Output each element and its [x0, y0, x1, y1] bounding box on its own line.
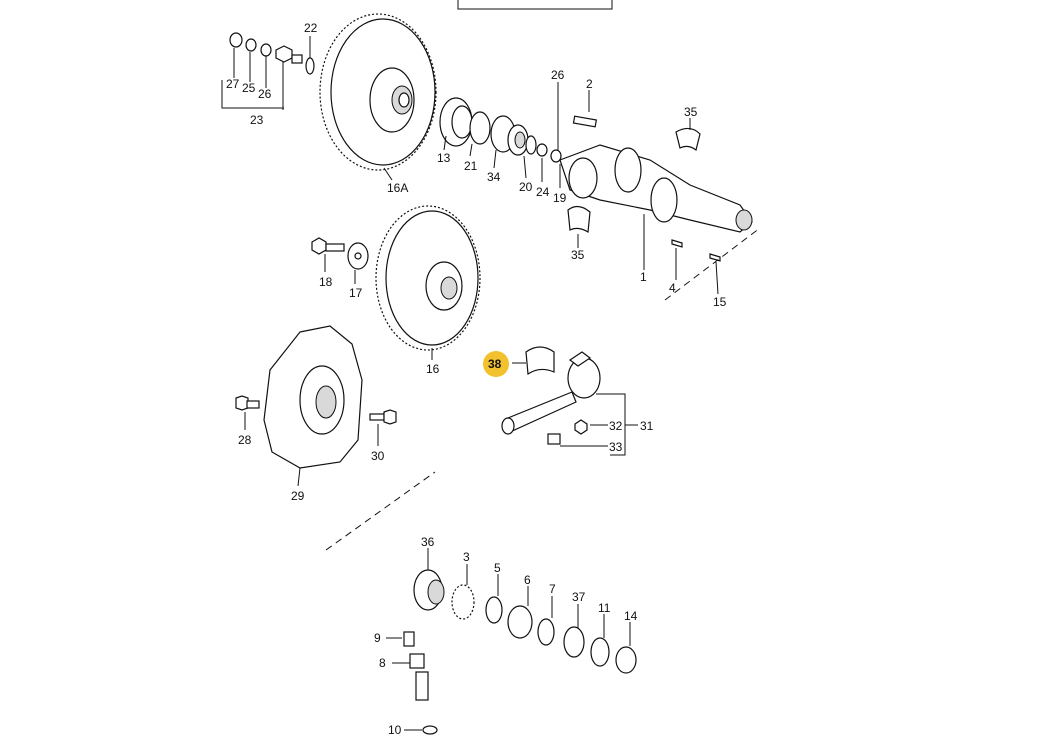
bolt-18[interactable] [311, 237, 345, 255]
flywheel-16a[interactable] [319, 13, 437, 171]
leader-lines-flywheel-16 [324, 254, 433, 360]
bolt-33[interactable] [547, 433, 561, 445]
label-36: 36 [421, 535, 435, 549]
bolt-30[interactable] [369, 409, 397, 425]
label-8: 8 [379, 656, 386, 670]
label-1: 1 [640, 270, 647, 284]
label-28: 28 [238, 433, 252, 447]
connecting-rod[interactable] [501, 351, 601, 435]
label-35-lower: 35 [571, 248, 585, 262]
label-34: 34 [487, 170, 501, 184]
housing-29[interactable] [263, 325, 363, 469]
leader-lines-rings [443, 82, 561, 188]
bolt-28[interactable] [235, 395, 260, 411]
leader-lines-bottom [386, 548, 631, 731]
label-31: 31 [640, 419, 654, 433]
key-4[interactable] [671, 239, 683, 248]
label-15: 15 [713, 295, 727, 309]
bearing-shell-35-lower[interactable] [567, 205, 591, 234]
label-14: 14 [624, 609, 638, 623]
label-2: 2 [586, 77, 593, 91]
leader-lines-crank [577, 90, 761, 301]
label-37: 37 [572, 590, 586, 604]
washer-17[interactable] [347, 242, 369, 270]
key-15[interactable] [709, 253, 721, 262]
label-24: 24 [536, 185, 550, 199]
bearing-shell-35-upper[interactable] [675, 127, 701, 152]
flywheel-bolt-set[interactable] [229, 32, 315, 75]
leader-lines-housing [244, 412, 436, 551]
label-30: 30 [371, 449, 385, 463]
label-20: 20 [519, 180, 533, 194]
crankshaft[interactable] [559, 144, 753, 233]
label-21: 21 [464, 159, 478, 173]
highlight-38-marker [483, 351, 509, 377]
label-16a: 16A [387, 181, 408, 195]
label-32: 32 [609, 419, 623, 433]
bottom-parts-row[interactable] [413, 569, 637, 674]
label-9: 9 [374, 631, 381, 645]
label-13: 13 [437, 151, 451, 165]
label-18: 18 [319, 275, 333, 289]
label-17: 17 [349, 286, 363, 300]
label-11: 11 [598, 601, 611, 615]
label-7: 7 [549, 582, 556, 596]
label-5: 5 [494, 561, 501, 575]
label-26-top: 26 [258, 87, 272, 101]
leader-lines-rod [512, 362, 638, 456]
part-labels: 22 27 25 26 23 16A 13 21 34 20 24 26 19 … [226, 21, 727, 737]
label-27: 27 [226, 77, 240, 91]
label-25: 25 [242, 81, 256, 95]
seals-and-rings-row[interactable] [439, 97, 562, 163]
header-box [457, 0, 613, 10]
label-6: 6 [524, 573, 531, 587]
label-4: 4 [669, 281, 676, 295]
nut-32[interactable] [574, 419, 588, 435]
label-29: 29 [291, 489, 305, 503]
label-23: 23 [250, 113, 264, 127]
drive-pin-assembly[interactable] [403, 631, 438, 735]
label-16: 16 [426, 362, 440, 376]
label-19: 19 [553, 191, 567, 205]
bearing-shell-38[interactable] [525, 346, 555, 376]
label-22: 22 [304, 21, 318, 35]
flywheel-16[interactable] [375, 205, 481, 351]
label-3: 3 [463, 550, 470, 564]
label-35-upper: 35 [684, 105, 698, 119]
pin-2[interactable] [572, 115, 598, 128]
label-26-right: 26 [551, 68, 565, 82]
label-10: 10 [388, 723, 402, 737]
label-33: 33 [609, 440, 623, 454]
leader-lines-top-left [221, 36, 393, 181]
label-38-highlighted: 38 [488, 357, 502, 371]
